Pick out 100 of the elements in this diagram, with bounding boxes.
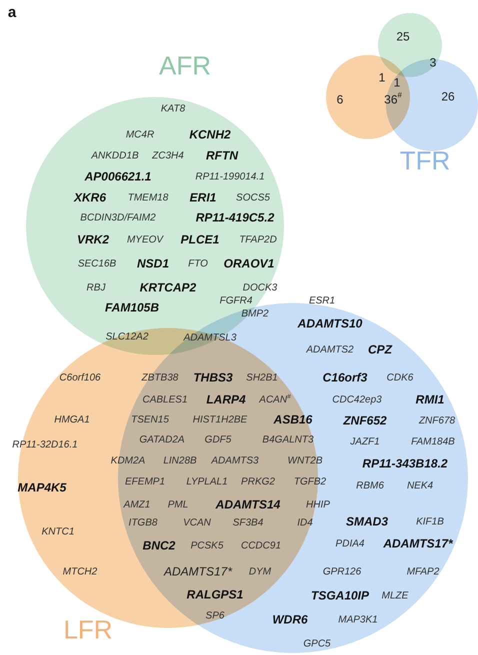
set-heading: AFR	[159, 50, 211, 82]
gene-label: C16orf3	[322, 371, 368, 385]
gene-label: PRKG2	[241, 476, 275, 488]
gene-label: LYPLAL1	[186, 476, 228, 488]
gene-label: HMGA1	[54, 414, 90, 426]
gene-label: RMI1	[416, 393, 444, 407]
gene-label: ADAMTS17*	[164, 565, 232, 579]
gene-label: C6orf106	[59, 372, 101, 384]
gene-label: TSGA10IP	[310, 589, 370, 603]
gene-label: RP11-32D16.1	[12, 440, 78, 450]
gene-label: GPR126	[322, 566, 362, 578]
gene-label: KNTC1	[42, 526, 74, 538]
region-count: 25	[396, 30, 410, 44]
gene-label: MAP3K1	[338, 614, 378, 626]
gene-label: ADAMTS2	[306, 344, 354, 356]
gene-label: RALGPS1	[186, 588, 244, 602]
gene-label: RP11-419C5.2	[196, 211, 274, 225]
gene-label: CDK6	[386, 372, 414, 384]
gene-label: HIST1H2BE	[192, 414, 248, 426]
gene-label: SP6	[206, 610, 224, 622]
gene-label: KAT8	[160, 104, 186, 114]
gene-label: SF3B4	[232, 518, 264, 528]
gene-label: VRK2	[77, 233, 109, 247]
gene-label: TFAP2D	[239, 234, 277, 246]
gene-label: MLZE	[382, 590, 408, 602]
gene-label: ADAMTS14	[216, 498, 280, 512]
panel-letter: a	[8, 4, 16, 22]
gene-label: BNC2	[142, 539, 176, 553]
gene-label: TSEN15	[131, 414, 169, 426]
gene-label: XKR6	[74, 191, 106, 205]
gene-label: SOCS5	[236, 192, 270, 204]
region-count: 1	[394, 76, 400, 90]
gene-label: FTO	[188, 258, 208, 270]
gene-label: ANKDD1B	[91, 150, 139, 162]
gene-label: CPZ	[368, 343, 392, 357]
gene-label: SLC12A2	[106, 332, 148, 342]
gene-label: PCSK5	[190, 540, 224, 552]
gene-label: ORAOV1	[224, 257, 274, 271]
gene-label: FAM105B	[104, 301, 160, 315]
gene-label: ACAN$^{#}$	[259, 394, 291, 406]
set-heading: LFR	[63, 614, 113, 646]
gene-label: TMEM18	[128, 192, 168, 204]
region-count: 6	[336, 93, 344, 107]
gene-label: BMP2	[241, 308, 269, 320]
gene-label: LIN28B	[163, 456, 197, 466]
gene-label: RBJ	[86, 282, 106, 294]
region-count: 36$^{#}$	[384, 93, 402, 107]
gene-label: PLCE1	[180, 233, 220, 247]
gene-label: THBS3	[193, 371, 233, 385]
gene-label: ASB16	[274, 413, 312, 427]
gene-label: MC4R	[126, 130, 154, 140]
gene-label: B4GALNT3	[262, 434, 314, 446]
gene-label: RFTN	[206, 149, 238, 163]
gene-label: SEC16B	[78, 258, 116, 270]
gene-label: SH2B1	[246, 372, 278, 384]
gene-label: MYEOV	[126, 234, 164, 246]
gene-label: CCDC91	[241, 540, 281, 552]
gene-label: KRTCAP2	[140, 281, 196, 295]
gene-label: GDF5	[204, 434, 232, 446]
gene-label: WDR6	[272, 613, 308, 627]
gene-label: SMAD3	[346, 515, 388, 529]
region-count: 3	[430, 56, 436, 70]
gene-label: ESR1	[308, 296, 336, 306]
gene-label: CDC42ep3	[332, 394, 382, 406]
gene-label: PML	[168, 500, 188, 510]
gene-label: DOCK3	[242, 282, 278, 294]
gene-label: JAZF1	[350, 436, 380, 448]
gene-label: ADAMTS3	[211, 456, 259, 466]
gene-label: FGFR4	[220, 296, 252, 306]
gene-label: NEK4	[406, 480, 434, 492]
gene-label: RP11-199014.1	[195, 172, 265, 182]
gene-label: ERI1	[190, 191, 216, 205]
gene-label: EFEMP1	[125, 476, 165, 488]
gene-label: ZNF678	[418, 416, 456, 426]
gene-label: BCDIN3D/FAIM2	[80, 212, 156, 224]
gene-label: RP11-343B18.2	[362, 457, 448, 471]
gene-label: ADAMTS17*	[383, 537, 453, 551]
gene-label: ZC3H4	[152, 150, 184, 162]
gene-label: DYM	[248, 566, 272, 578]
gene-label: PDIA4	[336, 538, 364, 550]
gene-label: KIF1B	[416, 516, 444, 528]
gene-label: GATAD2A	[139, 434, 185, 446]
gene-label: KDM2A	[110, 456, 146, 466]
gene-label: GPC5	[303, 638, 331, 650]
gene-label: KCNH2	[189, 128, 231, 142]
gene-label: ADAMTS10	[298, 317, 362, 331]
gene-label: NSD1	[137, 257, 169, 271]
gene-label: ITGB8	[128, 518, 158, 528]
gene-label: FAM184B	[411, 436, 455, 448]
gene-label: LARP4	[206, 393, 246, 407]
gene-label: MAP4K5	[18, 481, 66, 495]
gene-label: HHIP	[306, 500, 330, 510]
gene-label: AP006621.1	[84, 170, 152, 184]
set-heading: TFR	[400, 146, 450, 176]
gene-label: VCAN	[183, 518, 211, 528]
region-count: 1	[378, 71, 386, 85]
gene-label: MFAP2	[406, 566, 440, 578]
gene-label: RBM6	[356, 480, 384, 492]
region-count: 26	[441, 90, 455, 104]
gene-label: AMZ1	[124, 500, 150, 510]
